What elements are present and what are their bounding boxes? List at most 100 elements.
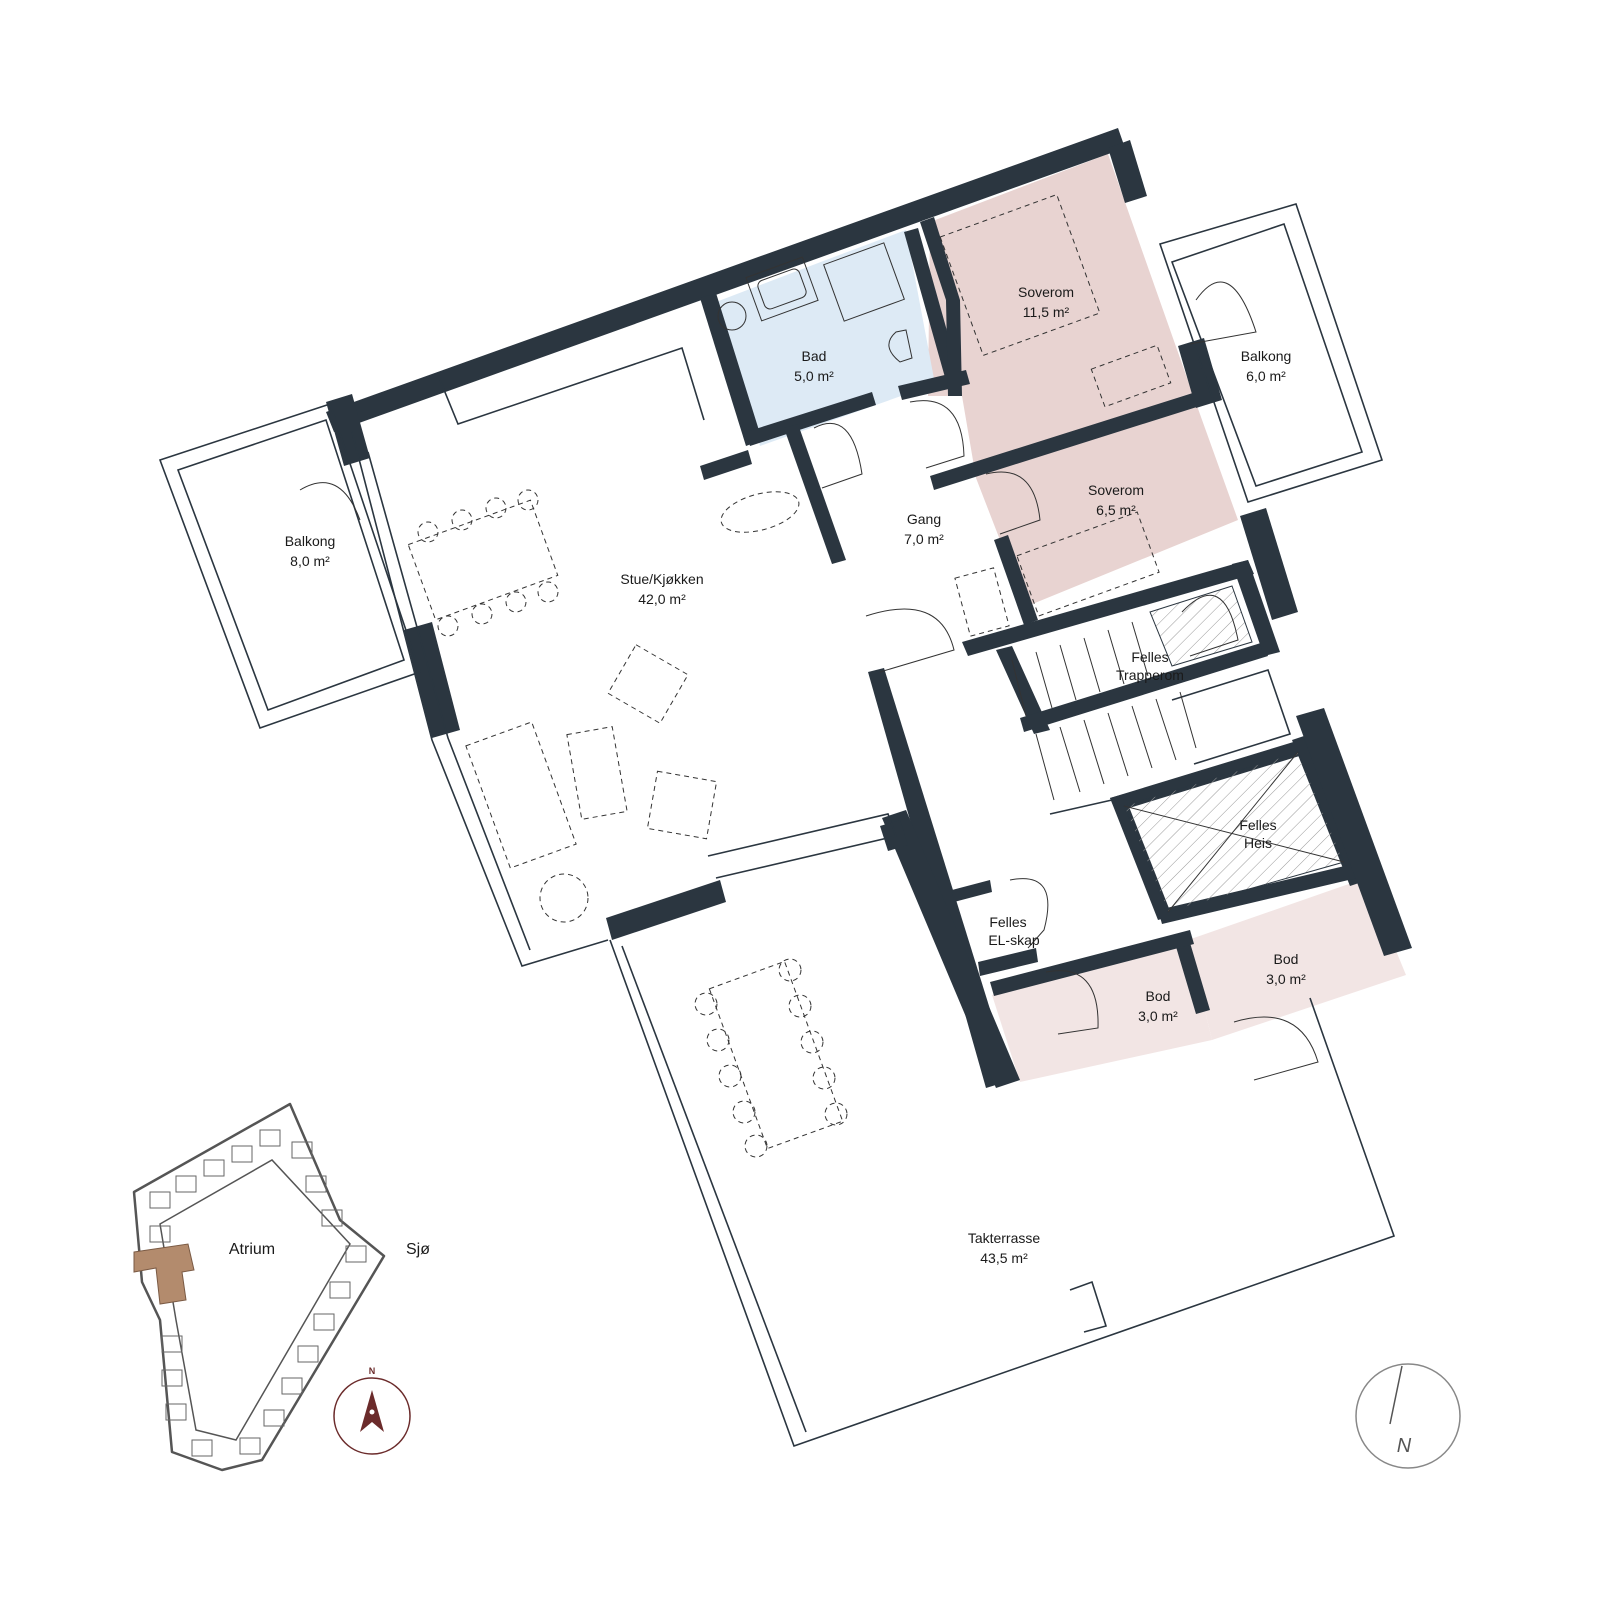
compass-north-label: N [1397, 1435, 1412, 1457]
door-bod-1 [1045, 970, 1099, 1035]
stair-steps-upper [1011, 621, 1149, 717]
heis-wall-bottom [1158, 860, 1374, 924]
gang-wall-west [784, 424, 846, 564]
key-map-compass [333, 1377, 411, 1455]
bathtub [745, 256, 819, 322]
room-name2-elskap: EL-skap [988, 932, 1040, 948]
outlines [158, 203, 1396, 1448]
room-name-heis: Felles [1239, 817, 1276, 833]
side-table [539, 873, 589, 923]
door-balcony-east [1189, 281, 1257, 345]
balcony-east-outline [1158, 203, 1384, 503]
dining-table-living [407, 499, 559, 621]
living-west-wall-2 [367, 451, 531, 951]
stair-right-box [1171, 669, 1292, 765]
bed-wall-between [930, 392, 1200, 490]
door-elskap [1009, 878, 1049, 949]
balcony-east-inner [1170, 222, 1364, 487]
washer [717, 301, 747, 331]
bod-divider [1174, 936, 1210, 1014]
bathroom-fill [716, 230, 935, 446]
kitchen-stub [700, 450, 752, 480]
room-name2-trapperom: Trapperom [1116, 667, 1184, 683]
bedroom-large-fill [928, 154, 1192, 478]
door-bedroom-2 [985, 471, 1041, 535]
door-stair [1181, 594, 1239, 657]
room-area-gang: 7,0 m² [904, 531, 944, 547]
terrace-outline-inner [621, 945, 807, 1433]
bath-wall-west [700, 293, 762, 446]
door-bath [813, 422, 863, 489]
room-name-balkong-west: Balkong [285, 533, 336, 549]
terrace-wall-2 [880, 820, 908, 851]
door-entrance [865, 608, 955, 673]
room-name-elskap: Felles [989, 914, 1026, 930]
heis-wall-west [1110, 794, 1172, 920]
room-name-stue: Stue/Kjøkken [620, 571, 703, 587]
room-name-soverom-small: Soverom [1088, 482, 1144, 498]
furniture [407, 193, 1172, 1158]
room-area-bad: 5,0 m² [794, 368, 834, 384]
stair-box-right [1232, 560, 1280, 656]
key-map-atrium [159, 1159, 351, 1441]
north-east-corner [1108, 140, 1147, 203]
double-bed [939, 193, 1101, 357]
bod-wall-top [990, 930, 1194, 996]
terrace-chairs [694, 958, 848, 1158]
heis-wall-top [1110, 740, 1306, 812]
room-name-bod-1: Bod [1146, 988, 1171, 1004]
east-outer-wall [1296, 708, 1412, 956]
storage-2-fill [1188, 878, 1406, 1040]
single-bed [1016, 511, 1160, 617]
key-map-rooms [149, 1129, 367, 1457]
coffee-table [566, 726, 628, 820]
room-name-takterrasse: Takterrasse [968, 1230, 1041, 1246]
room-name-soverom-large: Soverom [1018, 284, 1074, 300]
key-map-compass-n: N [369, 1366, 376, 1376]
elskap-wall [952, 880, 992, 902]
bed-wall-west [920, 217, 962, 396]
bed2-wall-west [994, 535, 1038, 625]
balcony-west-outline [158, 402, 422, 730]
armchair-2 [646, 770, 718, 840]
bath-wall-south [746, 392, 876, 446]
key-map-atrium-label: Atrium [229, 1241, 275, 1258]
living-west-wall [351, 431, 609, 967]
terrace-window [707, 813, 898, 879]
terrace-stub [1069, 1280, 1108, 1333]
room-area-stue: 42,0 m² [638, 591, 686, 607]
room-area-takterrasse: 43,5 m² [980, 1250, 1028, 1266]
round-table [720, 491, 800, 533]
key-map-unit-highlight [133, 1243, 195, 1305]
terrace-wall-1 [606, 880, 726, 940]
elskap-wall-bottom [978, 948, 1038, 976]
room-area-balkong-west: 8,0 m² [290, 553, 330, 569]
gang-wardrobe [954, 567, 1010, 637]
room-name-bod-2: Bod [1274, 951, 1299, 967]
room-area-bod-2: 3,0 m² [1266, 971, 1306, 987]
room-name-bad: Bad [802, 348, 827, 364]
room-labels: Soverom 11,5 m² Soverom 6,5 m² Balkong 6… [285, 284, 1306, 1266]
north-wall [326, 128, 1125, 432]
dining-chairs-living [417, 489, 559, 637]
door-bedroom-1 [909, 400, 965, 469]
room-area-soverom-large: 11,5 m² [1023, 304, 1070, 320]
room-name2-heis: Heis [1244, 835, 1272, 851]
east-pillar-1 [1178, 338, 1222, 408]
stair-steps-lower [1035, 691, 1197, 801]
wardrobe-1 [1090, 344, 1172, 408]
corner-pillar-nw [326, 394, 370, 466]
room-area-bod-1: 3,0 m² [1138, 1008, 1178, 1024]
sofa [465, 721, 577, 869]
key-map: Atrium Sjø N [132, 1102, 430, 1472]
room-area-soverom-small: 6,5 m² [1096, 502, 1136, 518]
armchair-1 [607, 644, 689, 724]
balcony-west-inner [176, 418, 405, 712]
toilet [888, 329, 913, 363]
door-terrace [1233, 1016, 1319, 1081]
corridor-wall-inner [882, 810, 1020, 1088]
kitchen-counter [439, 346, 705, 425]
walls [326, 128, 1412, 1088]
east-pillar-2 [1240, 508, 1298, 620]
